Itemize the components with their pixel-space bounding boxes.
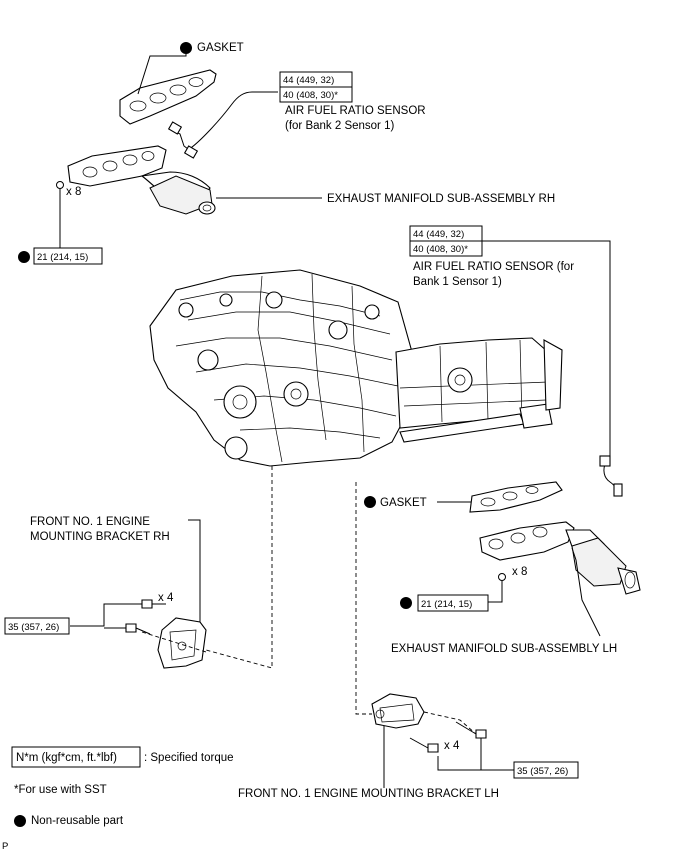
torque-box-lh-nut xyxy=(417,594,489,612)
bracket-rh-label-1: FRONT NO. 1 ENGINE xyxy=(30,516,150,528)
nut-lh xyxy=(498,573,506,581)
bracket-rh-label-2: MOUNTING BRACKET RH xyxy=(30,531,170,543)
torque-box-rh-nut xyxy=(33,247,103,265)
corner-mark: P xyxy=(2,841,8,852)
gasket-lh-label: GASKET xyxy=(380,497,427,509)
bolt-lh-left xyxy=(409,737,439,753)
af-sensor-b2-sublabel: (for Bank 2 Sensor 1) xyxy=(285,120,394,132)
bolt-rh-upper xyxy=(141,599,166,609)
bolt-rh-lower xyxy=(125,623,151,635)
non-reusable-mark-lh-nut xyxy=(400,597,412,609)
qty-lh-nut: x 8 xyxy=(512,566,527,578)
non-reusable-mark xyxy=(180,42,192,54)
torque-b1-line2: 40 (408, 30)* xyxy=(413,244,468,255)
gasket-rh-part xyxy=(119,69,217,125)
torque-box-bracket-lh xyxy=(513,761,579,779)
torque-lh-nut: 21 (214, 15) xyxy=(421,599,472,610)
manifold-lh-label: EXHAUST MANIFOLD SUB-ASSEMBLY LH xyxy=(391,643,617,655)
non-reusable-mark-gasket-lh xyxy=(364,496,376,508)
qty-rh-nut: x 8 xyxy=(66,186,81,198)
gasket-top-label: GASKET xyxy=(197,42,244,54)
torque-bracket-rh: 35 (357, 26) xyxy=(8,622,59,633)
exhaust-manifold-rh-part xyxy=(67,145,216,215)
bracket-rh-part xyxy=(157,617,207,669)
legend-non-reusable: Non-reusable part xyxy=(31,815,124,827)
legend-sst-note: *For use with SST xyxy=(14,784,107,796)
torque-rh-nut: 21 (214, 15) xyxy=(37,252,88,263)
non-reusable-mark-rh-nut xyxy=(18,251,30,263)
legend-torque-units: N*m (kgf*cm, ft.*lbf) xyxy=(16,752,117,764)
af-sensor-b2-label: AIR FUEL RATIO SENSOR xyxy=(285,105,426,117)
torque-b2-line1: 44 (449, 32) xyxy=(283,75,334,86)
af-sensor-b1-sublabel: Bank 1 Sensor 1) xyxy=(413,276,502,288)
engine-assembly-part xyxy=(149,269,563,467)
af-sensor-b2-part xyxy=(167,91,278,159)
gasket-lh-part xyxy=(469,481,563,513)
manifold-rh-label: EXHAUST MANIFOLD SUB-ASSEMBLY RH xyxy=(327,193,555,205)
exhaust-manifold-lh-part xyxy=(479,521,641,595)
torque-b1-line1: 44 (449, 32) xyxy=(413,229,464,240)
qty-bracket-rh: x 4 xyxy=(158,592,174,604)
torque-b2-line2: 40 (408, 30)* xyxy=(283,90,338,101)
bracket-lh-label: FRONT NO. 1 ENGINE MOUNTING BRACKET LH xyxy=(238,788,499,800)
af-sensor-b1-label: AIR FUEL RATIO SENSOR (for xyxy=(413,261,574,273)
torque-box-bracket-rh xyxy=(4,617,70,635)
bracket-lh-part xyxy=(371,693,425,729)
legend-torque-box xyxy=(11,746,141,768)
legend-non-reusable-icon xyxy=(14,815,26,827)
nut-rh xyxy=(56,181,64,189)
torque-bracket-lh: 35 (357, 26) xyxy=(517,766,568,777)
bolt-lh-right xyxy=(455,721,487,739)
af-sensor-b1-part xyxy=(599,455,623,497)
qty-bracket-lh: x 4 xyxy=(444,740,460,752)
legend-torque-desc: : Specified torque xyxy=(144,752,234,764)
